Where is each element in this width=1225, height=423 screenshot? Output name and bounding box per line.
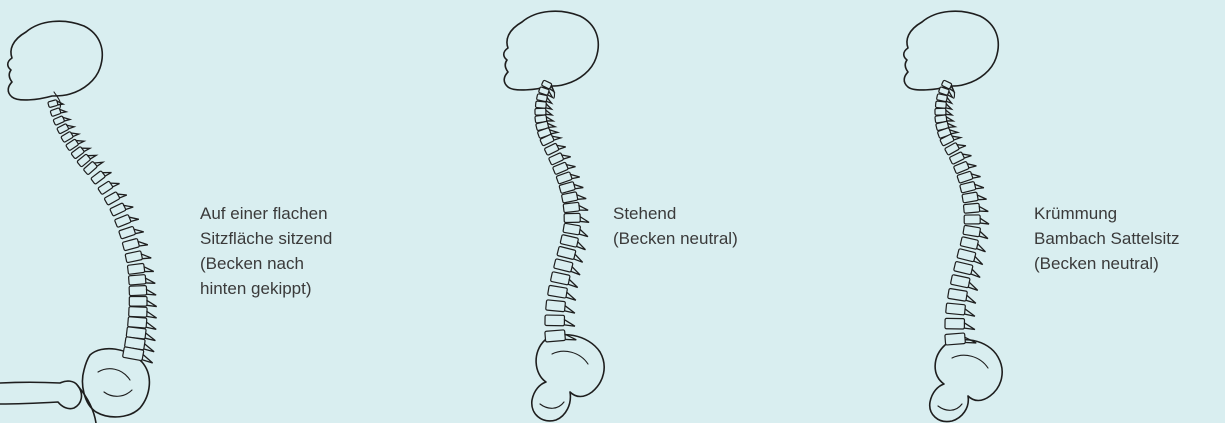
spinous-process <box>950 128 958 135</box>
caption-saddle-line-3: (Becken neutral) <box>1034 251 1180 276</box>
spinous-process <box>946 110 952 115</box>
vertebra-body <box>935 108 946 115</box>
vertebra-body <box>960 181 976 193</box>
caption-sitting-line-2: Sitzfläche sitzend <box>200 226 332 251</box>
spinous-process <box>979 206 988 212</box>
spinous-process <box>946 104 952 109</box>
vertebra-body <box>954 261 973 274</box>
spinous-process <box>948 122 955 128</box>
vertebra-body <box>960 237 978 250</box>
vertebra-body <box>948 288 968 301</box>
vertebra <box>946 303 976 316</box>
vertebra <box>950 275 980 291</box>
vertebra-body <box>962 192 978 203</box>
caption-standing-line-1: Stehend <box>613 201 738 226</box>
pelvis-saddle <box>930 340 1002 422</box>
spinous-process <box>977 194 986 201</box>
caption-saddle-line-1: Krümmung <box>1034 201 1180 226</box>
caption-standing: Stehend (Becken neutral) <box>613 201 738 251</box>
vertebra <box>963 202 988 213</box>
vertebra-body <box>964 215 980 224</box>
vertebra <box>963 225 990 238</box>
vertebral-column-saddle <box>935 80 990 345</box>
vertebra-body <box>936 94 947 102</box>
pelvis-detail <box>938 355 988 410</box>
spinous-process <box>966 295 977 303</box>
spinous-process <box>967 161 976 169</box>
caption-sitting-line-4: hinten gekippt) <box>200 276 332 301</box>
spinous-process <box>980 218 989 224</box>
vertebra-body <box>935 101 946 108</box>
spinous-process <box>979 231 989 238</box>
vertebra-body <box>946 303 966 315</box>
vertebra-body <box>963 225 981 237</box>
caption-sitting: Auf einer flachen Sitzfläche sitzend (Be… <box>200 201 332 301</box>
vertebra <box>945 318 975 329</box>
spinous-process <box>964 323 975 330</box>
spinous-process <box>965 309 976 316</box>
spinous-process <box>968 282 979 290</box>
vertebra-body <box>945 333 966 345</box>
vertebra <box>953 261 982 277</box>
skull-saddle <box>904 11 999 90</box>
vertebra-body <box>957 249 976 262</box>
caption-saddle-line-2: Bambach Sattelsitz <box>1034 226 1180 251</box>
spinous-process <box>946 116 953 122</box>
spinous-process <box>975 182 984 189</box>
vertebra <box>948 288 978 303</box>
vertebra-body <box>945 318 965 329</box>
caption-sitting-line-1: Auf einer flachen <box>200 201 332 226</box>
vertebra-body <box>963 203 979 213</box>
vertebra <box>964 215 989 224</box>
vertebra <box>945 332 976 345</box>
caption-saddle: Krümmung Bambach Sattelsitz (Becken neut… <box>1034 201 1180 276</box>
caption-standing-line-2: (Becken neutral) <box>613 226 738 251</box>
caption-sitting-line-3: (Becken nach <box>200 251 332 276</box>
spinous-process <box>971 171 980 179</box>
vertebra-body <box>950 275 970 288</box>
